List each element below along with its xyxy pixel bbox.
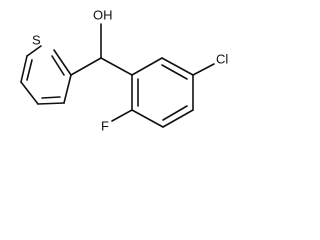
bond-c4-c5-aryl-inner [162, 105, 188, 121]
bond-c3-c4 [20, 81, 39, 105]
sulfur-label: S [32, 32, 41, 47]
bond-s-c2 [26, 45, 42, 57]
bond-c2-c3-aryl-inner [161, 64, 188, 80]
benzene-ring [131, 57, 194, 128]
molecule-drawing: S OH Cl F [20, 7, 228, 133]
structure-diagram: S OH Cl F [0, 0, 253, 137]
bond-c5-c1 [63, 74, 72, 104]
bond-thienyl-carbinol [70, 57, 102, 76]
bond-aryl-f [111, 109, 133, 122]
fluorine-label: F [101, 118, 109, 133]
carbinol-linkage [70, 23, 133, 76]
bond-c1-s [53, 49, 72, 76]
bond-c4-c5-aryl [162, 109, 194, 128]
hydroxyl-label: OH [93, 7, 113, 22]
chlorine-label: Cl [216, 51, 228, 66]
bond-c4-c5-inner [41, 96, 61, 99]
bond-c2-c3-aryl [161, 57, 194, 76]
bond-c5-c6-aryl [131, 109, 164, 128]
bond-c2-c3-inner [26, 59, 33, 81]
bond-carbinol-aryl [100, 57, 133, 76]
bond-c2-c3 [20, 55, 28, 83]
bond-c4-c5 [37, 102, 65, 105]
bond-aryl-cl [192, 63, 215, 76]
thiophene-ring [20, 45, 72, 105]
bond-c1-s-inner [51, 55, 65, 76]
bond-c1-c2-aryl [131, 57, 163, 76]
